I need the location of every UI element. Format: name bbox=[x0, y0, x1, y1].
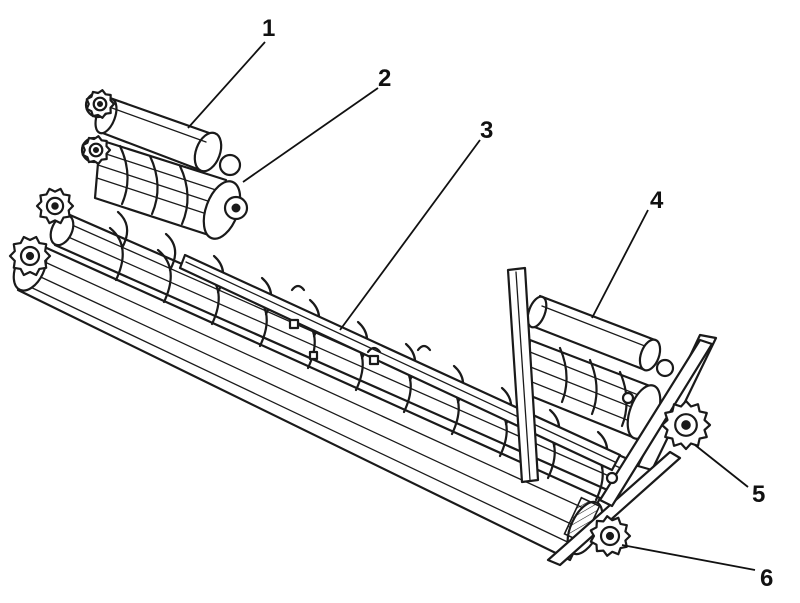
flight-front bbox=[156, 248, 172, 304]
sprocket-bore bbox=[605, 531, 615, 541]
flight-rear bbox=[164, 232, 177, 272]
central-support-bar bbox=[178, 253, 622, 472]
label-1: 1 bbox=[262, 15, 275, 42]
left-end-sprockets bbox=[8, 89, 116, 277]
label-2: 2 bbox=[378, 65, 391, 92]
label-6: 6 bbox=[760, 565, 773, 592]
sprocket-bore bbox=[96, 100, 104, 108]
sprocket-bore bbox=[51, 202, 59, 210]
sprocket-bore bbox=[92, 146, 100, 154]
flight-front bbox=[108, 226, 124, 282]
label-4: 4 bbox=[650, 187, 664, 214]
sprocket-bore bbox=[681, 420, 691, 430]
upper-roller-pair bbox=[80, 91, 249, 240]
leader-lines bbox=[187, 41, 756, 571]
label-3: 3 bbox=[480, 117, 493, 144]
label-5: 5 bbox=[752, 481, 765, 508]
sprocket-5 bbox=[660, 399, 712, 451]
callout-labels: 1 2 3 4 5 6 bbox=[262, 15, 773, 592]
flight-rear bbox=[116, 210, 129, 250]
sprocket-6 bbox=[589, 515, 632, 557]
sprocket-bore bbox=[25, 251, 35, 261]
right-roller-pair bbox=[524, 294, 675, 442]
frame bbox=[506, 266, 718, 567]
